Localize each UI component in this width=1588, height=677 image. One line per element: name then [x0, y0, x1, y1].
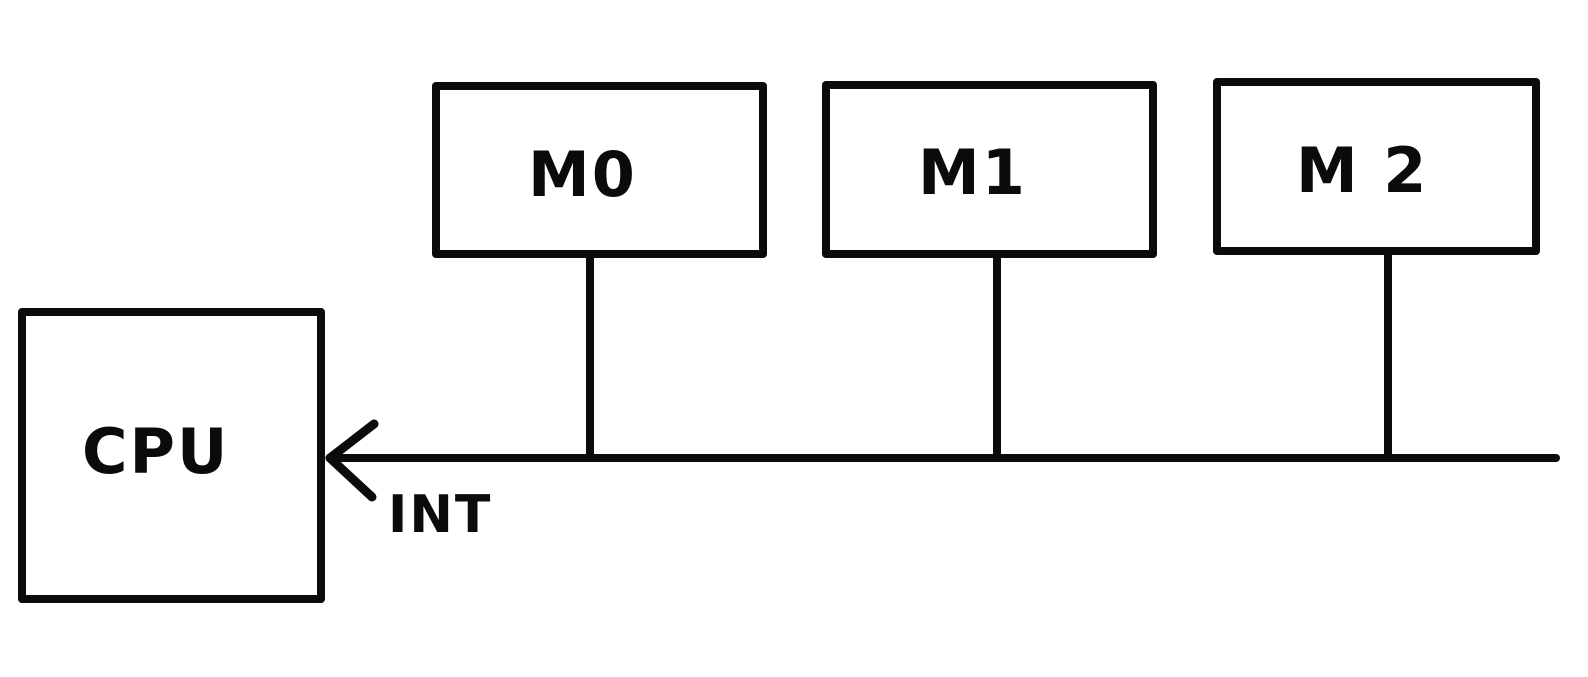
block-cpu[interactable]: CPU [18, 308, 325, 603]
block-m1[interactable]: M1 [822, 81, 1157, 258]
m0-label: M0 [528, 138, 637, 211]
block-m0[interactable]: M0 [432, 82, 767, 258]
cpu-box[interactable] [18, 308, 325, 603]
block-m2[interactable]: M 2 [1213, 78, 1540, 255]
m2-box[interactable] [1213, 78, 1540, 255]
arrow-head-icon [325, 419, 379, 502]
int-label: INT [388, 485, 492, 545]
m2-label: M 2 [1296, 134, 1428, 207]
m1-box[interactable] [822, 81, 1157, 258]
m0-box[interactable] [432, 82, 767, 258]
cpu-label: CPU [82, 415, 229, 488]
m1-label: M1 [918, 136, 1027, 209]
